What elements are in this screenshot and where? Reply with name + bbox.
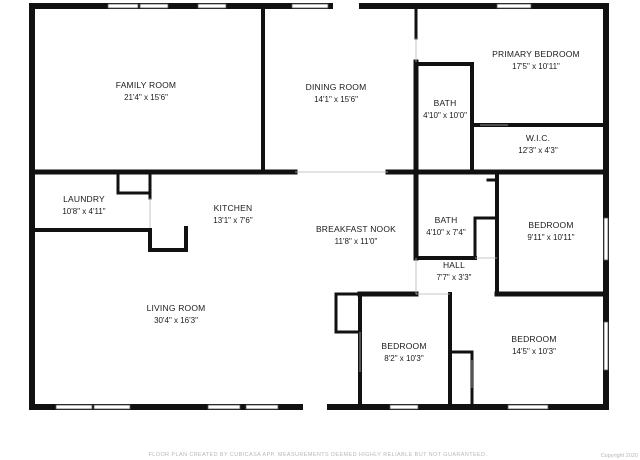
room-bedroom-east-name: BEDROOM <box>528 220 573 230</box>
window <box>93 404 131 410</box>
room-bedroom-southeast-dims: 14'5" x 10'3" <box>512 347 556 356</box>
window <box>389 404 419 410</box>
window <box>603 321 609 371</box>
room-bath-primary-dims: 4'10" x 10'0" <box>423 111 467 120</box>
room-bedroom-middle-dims: 8'2" x 10'3" <box>384 354 424 363</box>
room-primary-bedroom-dims: 17'5" x 10'11" <box>512 62 560 71</box>
room-breakfast-nook-dims: 11'8" x 11'0" <box>335 237 378 246</box>
room-wic-dims: 12'3" x 4'3" <box>518 146 558 155</box>
footer-disclaimer: FLOOR PLAN CREATED BY CUBICASA APP. MEAS… <box>149 452 488 458</box>
walls <box>29 3 609 410</box>
room-bedroom-east-dims: 9'11" x 10'11" <box>527 233 574 242</box>
room-laundry-name: LAUNDRY <box>63 194 105 204</box>
room-bedroom-middle-name: BEDROOM <box>381 341 426 351</box>
footer-copyright: Copyright 2020 <box>601 453 638 459</box>
room-hall-name: HALL <box>443 260 465 270</box>
window <box>603 217 609 261</box>
room-laundry-dims: 10'8" x 4'11" <box>62 207 105 216</box>
window <box>245 404 279 410</box>
window <box>496 3 532 9</box>
room-dining-name: DINING ROOM <box>306 82 367 92</box>
room-bedroom-southeast-name: BEDROOM <box>511 334 556 344</box>
room-breakfast-nook-name: BREAKFAST NOOK <box>316 224 396 234</box>
windows <box>55 3 609 410</box>
room-bath-primary-name: BATH <box>434 98 457 108</box>
room-hall-dims: 7'7" x 3'3" <box>437 273 472 282</box>
room-bath-hall-name: BATH <box>435 215 458 225</box>
room-bath-hall-dims: 4'10" x 7'4" <box>426 228 466 237</box>
room-wic-name: W.I.C. <box>526 133 550 143</box>
window <box>507 404 549 410</box>
window <box>107 3 139 9</box>
room-labels: FAMILY ROOM 21'4" x 15'6" DINING ROOM 14… <box>62 49 579 363</box>
room-primary-bedroom-name: PRIMARY BEDROOM <box>492 49 580 59</box>
room-family-dims: 21'4" x 15'6" <box>124 93 168 102</box>
window <box>139 3 169 9</box>
window <box>55 404 93 410</box>
room-living-dims: 30'4" x 16'3" <box>154 316 198 325</box>
room-kitchen-dims: 13'1" x 7'6" <box>213 216 253 225</box>
window <box>207 404 241 410</box>
window <box>197 3 227 9</box>
doors <box>149 38 508 388</box>
room-family-name: FAMILY ROOM <box>116 80 176 90</box>
window <box>291 3 329 9</box>
room-living-name: LIVING ROOM <box>147 303 206 313</box>
room-kitchen-name: KITCHEN <box>214 203 253 213</box>
room-dining-dims: 14'1" x 15'6" <box>314 95 358 104</box>
